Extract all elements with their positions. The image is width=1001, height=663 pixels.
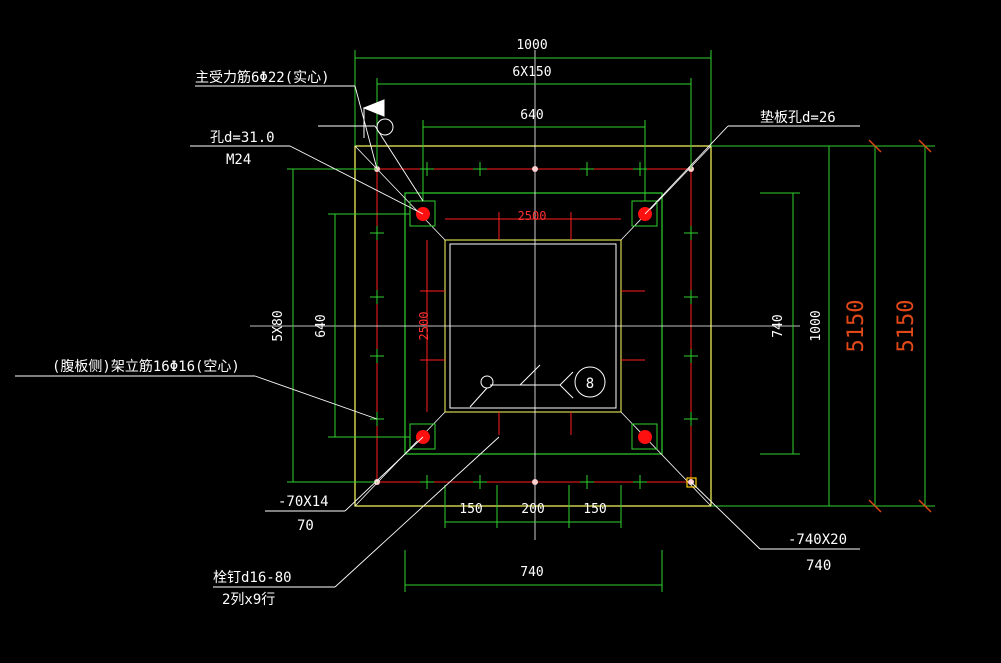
dim-bot-150-right: 150 xyxy=(583,502,606,517)
label-web-rebar: (腹板侧)架立筋16Φ16(空心) xyxy=(52,358,240,375)
leader-lines xyxy=(15,85,860,588)
dim-red-2500-h: 2500 xyxy=(518,209,547,223)
label-hole-d: 孔d=31.0 xyxy=(210,130,275,146)
left-dimensions xyxy=(287,168,410,483)
dim-right-5150-a: 5150 xyxy=(844,300,869,353)
label-plate-left-top: -70X14 xyxy=(278,494,329,510)
label-plate-left-bot: 70 xyxy=(297,518,314,534)
dim-left-640: 640 xyxy=(314,314,329,337)
dim-right-740: 740 xyxy=(771,314,786,337)
label-bolt-m24: M24 xyxy=(226,152,251,168)
label-plate-right-top: -740X20 xyxy=(788,532,847,548)
label-main-rebar: 主受力筋6Φ22(实心) xyxy=(195,69,330,86)
dim-bot-150-left: 150 xyxy=(459,502,482,517)
centerlines xyxy=(250,50,800,540)
stirrup-ticks xyxy=(420,212,645,435)
dim-bot-740: 740 xyxy=(520,565,543,580)
callout-number: 8 xyxy=(586,376,594,392)
right-dimensions xyxy=(711,145,935,507)
right-dim-ticks xyxy=(868,139,932,513)
column-outline xyxy=(404,192,663,455)
dim-right-1000: 1000 xyxy=(809,310,824,341)
marker-square xyxy=(686,477,697,488)
dim-right-5150-b: 5150 xyxy=(894,300,919,353)
label-plate-right-bot: 740 xyxy=(806,558,831,574)
dim-top-1000: 1000 xyxy=(516,38,547,53)
dim-bot-200: 200 xyxy=(521,502,544,517)
section-symbol xyxy=(362,99,394,138)
dim-top-640: 640 xyxy=(520,108,543,123)
weld-callout xyxy=(469,364,606,408)
dim-top-6x150: 6X150 xyxy=(512,65,551,80)
label-stud-top: 栓钉d16-80 xyxy=(213,570,292,586)
label-stud-bot: 2列x9行 xyxy=(222,592,275,608)
top-dimensions xyxy=(354,50,712,201)
label-pad-hole: 垫板孔d=26 xyxy=(760,110,836,126)
dim-red-2500-v: 2500 xyxy=(417,312,431,341)
bottom-dimensions xyxy=(404,485,663,592)
dim-left-5x80: 5X80 xyxy=(271,310,286,341)
